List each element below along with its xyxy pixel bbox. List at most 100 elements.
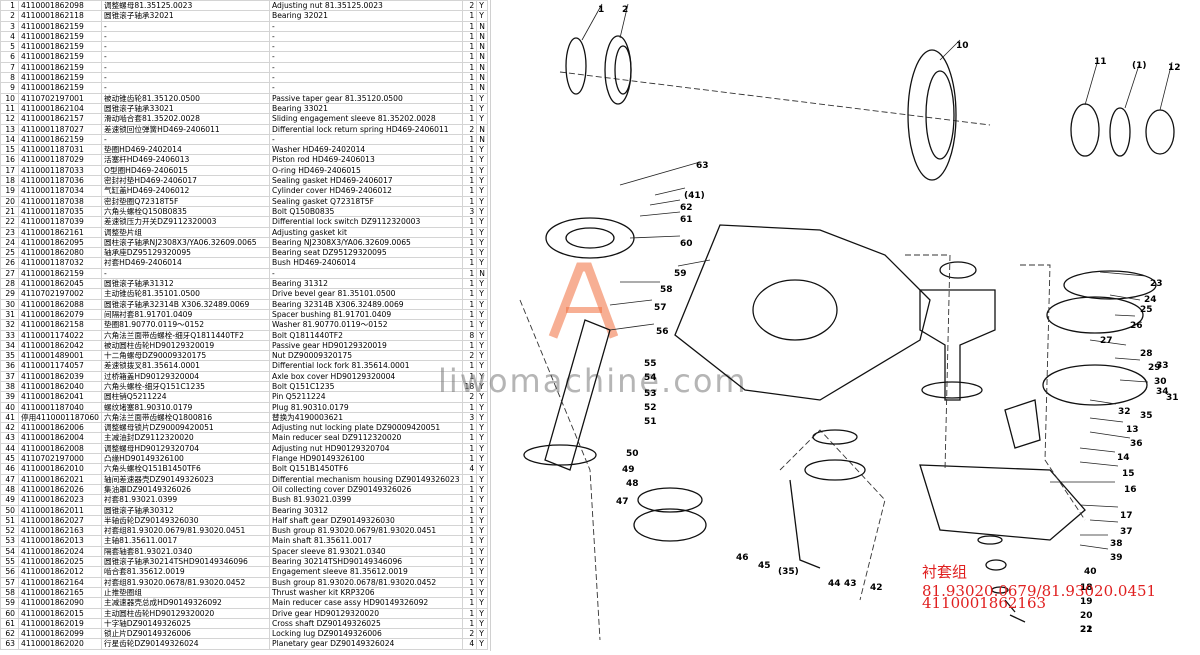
table-cell: 54	[0, 545, 19, 558]
table-cell: 差速锁回位弹簧HD469-2406011	[101, 123, 270, 135]
table-cell: 4110001862026	[18, 483, 102, 496]
table-cell: 4110001862159	[18, 82, 102, 94]
table-cell: 38	[0, 380, 19, 393]
part-23-gasket-kit	[1063, 270, 1157, 300]
callout-label: 46	[736, 553, 749, 563]
table-cell: 圆锥滚子轴承31312	[101, 278, 270, 290]
table-cell: 55	[0, 556, 19, 568]
table-cell: Y	[476, 628, 488, 640]
table-cell: Bush group 81.93020.0679/81.93020.0451	[269, 525, 463, 537]
table-cell: 1	[461, 504, 478, 516]
table-cell: 1	[461, 514, 478, 527]
table-cell: -	[269, 20, 463, 32]
table-cell: 8	[0, 72, 19, 84]
part-53-main-shaft	[544, 319, 611, 471]
table-cell: Y	[476, 453, 488, 465]
part-44-adjust-nut	[804, 459, 866, 481]
table-cell: 1	[461, 61, 478, 74]
table-cell: 51	[0, 514, 19, 527]
callout-label: 40	[1084, 567, 1097, 577]
table-cell: Bearing 32314B X306.32489.0069	[269, 298, 463, 310]
table-cell: 59	[0, 597, 19, 609]
table-cell: 45	[0, 453, 19, 465]
callout-label: 24	[1144, 295, 1157, 305]
part-18-gasket	[977, 535, 1003, 545]
table-cell: 1	[461, 41, 478, 53]
table-cell: 衬套HD469-2406014	[101, 257, 270, 269]
table-cell: 差速锁拨叉81.35614.0001	[101, 360, 270, 372]
table-cell: 4110001862159	[18, 133, 102, 146]
callout-label: 10	[956, 41, 969, 51]
callout-label: (35)	[778, 567, 799, 577]
callout-label: 50	[626, 449, 639, 459]
table-cell: 4110001862163	[18, 525, 102, 537]
table-cell: Bush group 81.93020.0678/81.93020.0452	[269, 576, 463, 588]
